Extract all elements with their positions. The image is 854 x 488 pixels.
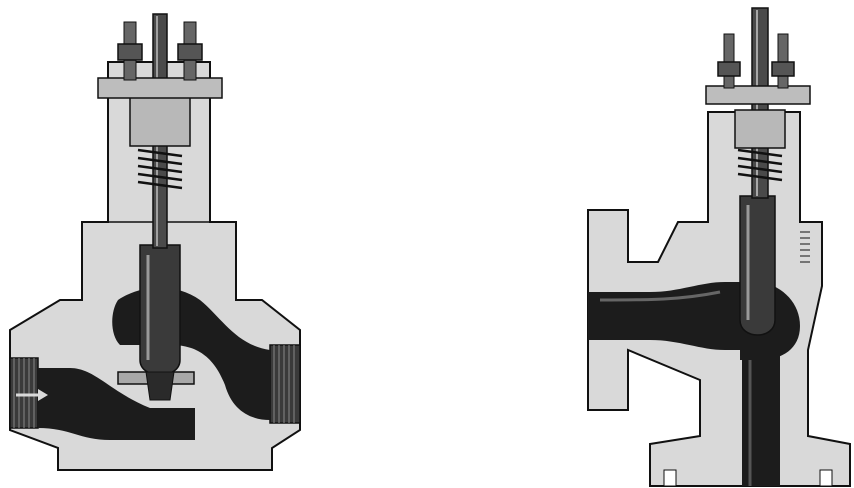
globe-left-threads <box>13 358 35 428</box>
globe-plug-tip <box>145 371 175 401</box>
flow-arrow-icon <box>16 389 48 401</box>
angle-inlet-highlight <box>599 290 721 302</box>
angle-stud-right <box>777 33 789 89</box>
globe-right-threaded-port <box>269 344 301 424</box>
compression-spring-icon <box>737 148 783 182</box>
angle-bottom-flange-slot-right <box>819 469 833 487</box>
angle-bottom-flange-slot-left <box>663 469 677 487</box>
hex-nut-icon <box>177 43 203 61</box>
angle-gland-flange <box>705 85 811 105</box>
globe-inlet-passage <box>38 368 195 440</box>
hex-nut-icon <box>117 43 143 61</box>
angle-stud-left <box>723 33 735 89</box>
angle-bonnet-threads <box>800 231 810 263</box>
angle-outlet-passage <box>742 350 780 486</box>
angle-valve <box>587 7 851 487</box>
compression-spring-icon <box>137 148 183 190</box>
globe-valve <box>9 13 301 471</box>
globe-gland-flange <box>97 77 223 99</box>
globe-right-threads <box>273 345 295 423</box>
angle-packing-box <box>734 109 786 149</box>
angle-valve-plug <box>739 195 776 336</box>
globe-packing-box <box>129 95 191 147</box>
hex-nut-icon <box>717 61 741 77</box>
hex-nut-icon <box>771 61 795 77</box>
globe-valve-plug <box>139 244 181 376</box>
angle-inlet-passage <box>588 282 755 350</box>
